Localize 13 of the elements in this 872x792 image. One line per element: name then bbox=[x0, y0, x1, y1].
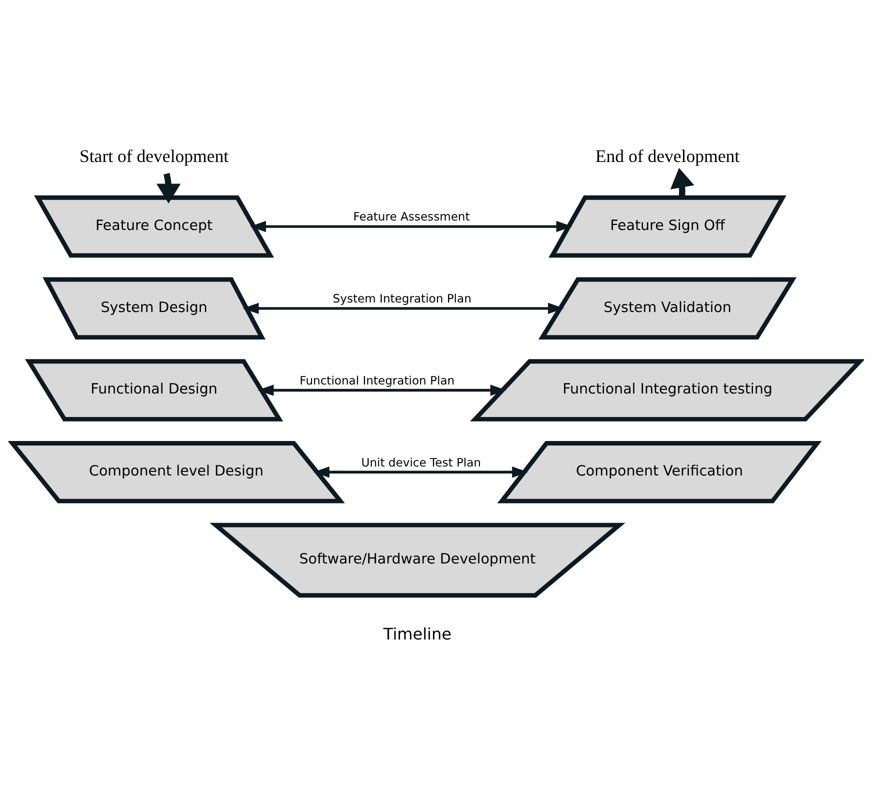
edge-label: System Integration Plan bbox=[332, 291, 472, 306]
edge-label: Feature Assessment bbox=[353, 209, 470, 224]
node-text: Start of development bbox=[79, 146, 229, 166]
label: Timeline bbox=[383, 624, 452, 643]
edge-label: Functional Integration Plan bbox=[300, 372, 455, 387]
arrow bbox=[313, 466, 528, 478]
node-text: End of development bbox=[595, 146, 740, 166]
arrow bbox=[242, 302, 564, 314]
edge-label: Unit device Test Plan bbox=[361, 454, 482, 469]
arrow bbox=[156, 172, 181, 203]
arrow bbox=[670, 167, 694, 198]
arrow bbox=[250, 220, 572, 232]
arrow bbox=[258, 384, 506, 396]
